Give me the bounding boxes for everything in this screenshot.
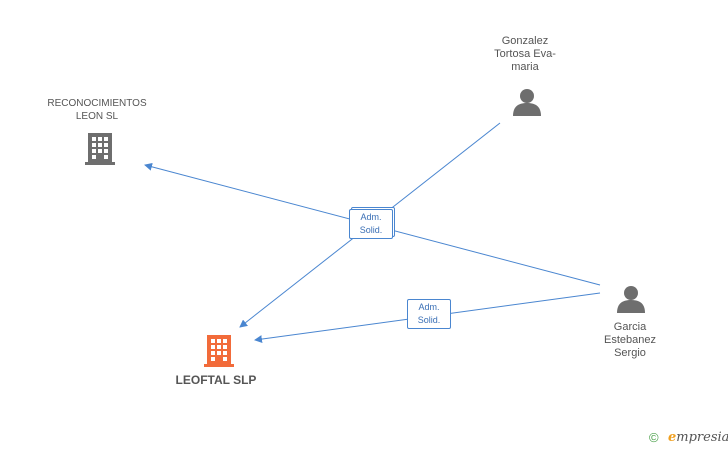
node-label-leoftal[interactable]: LEOFTAL SLP (175, 373, 257, 387)
node-label-gonzalez[interactable]: Gonzalez Tortosa Eva- maria (470, 35, 580, 74)
label-line: maria (511, 61, 539, 73)
edge-label-line: Adm. (360, 212, 382, 222)
building-icon (204, 335, 234, 367)
edge-label-line: Adm. (418, 302, 440, 312)
node-label-reconocimientos[interactable]: RECONOCIMIENTOS LEON SL (38, 97, 156, 123)
edge-label-adm-solid[interactable]: Adm. Solid. (407, 299, 451, 329)
person-icon (513, 89, 541, 116)
brand-text: mpresia (676, 430, 728, 445)
edge-label-line: Solid. (417, 315, 441, 325)
edge-label-line: Solid. (359, 225, 383, 235)
brand-logo[interactable]: empresia (668, 430, 728, 445)
label-line: RECONOCIMIENTOS (47, 98, 147, 109)
label-line: Sergio (614, 347, 646, 359)
copyright-symbol: © (649, 430, 659, 445)
label-line: Gonzalez (501, 35, 549, 47)
label-line: LEON SL (75, 111, 119, 122)
label-line: Estebanez (604, 334, 656, 346)
building-icon (85, 133, 115, 165)
person-icon (617, 286, 645, 313)
label-line: Garcia (613, 321, 647, 333)
node-label-garcia[interactable]: Garcia Estebanez Sergio (575, 321, 685, 360)
label-line: Tortosa Eva- (494, 48, 556, 60)
edge-label-adm-solid[interactable]: Adm. Solid. (349, 209, 393, 239)
brand-letter: e (668, 430, 677, 445)
